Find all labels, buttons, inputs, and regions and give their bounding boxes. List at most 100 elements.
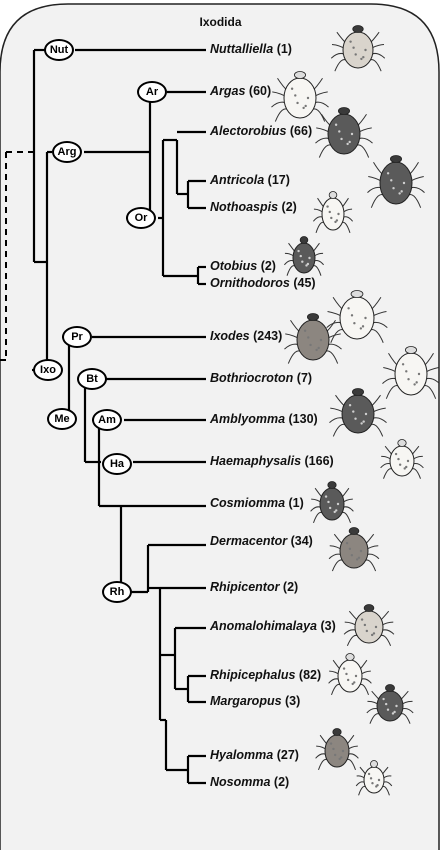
tick-texture <box>364 624 366 626</box>
tick-texture <box>337 503 339 505</box>
tick-texture <box>362 420 364 422</box>
tick-texture <box>418 373 420 375</box>
tick-body <box>293 243 315 273</box>
tick-body <box>380 162 412 204</box>
tick-head <box>300 237 308 244</box>
genus-name: Alectorobius <box>210 124 286 138</box>
node-me: Me <box>47 408 77 430</box>
tick-texture <box>362 325 364 327</box>
tick-texture <box>348 141 350 143</box>
tick-texture <box>415 381 417 383</box>
taxon-label: Nosomma (2) <box>210 775 289 789</box>
tick-body <box>340 297 374 339</box>
tick-head <box>329 192 337 199</box>
tick-texture <box>291 88 293 90</box>
species-count: (3) <box>317 619 336 633</box>
tick-texture <box>351 133 353 135</box>
tick-texture <box>378 779 380 781</box>
tick-texture <box>364 317 366 319</box>
node-arg: Arg <box>52 141 82 163</box>
tick-texture <box>346 542 348 544</box>
tick-body <box>322 198 344 230</box>
tick-texture <box>329 211 331 213</box>
tick-texture <box>347 679 349 681</box>
genus-name: Margaropus <box>210 694 282 708</box>
tick-texture <box>405 466 407 468</box>
tick-texture <box>337 213 339 215</box>
tick-head <box>398 440 406 447</box>
taxon-label: Hyalomma (27) <box>210 748 299 762</box>
tick-head <box>307 314 318 321</box>
tick-texture <box>354 53 356 55</box>
tick-texture <box>358 557 360 559</box>
tick-texture <box>343 667 345 669</box>
tick-texture <box>370 777 372 779</box>
tick-texture <box>398 192 400 194</box>
taxon-label: Ixodes (243) <box>210 329 282 343</box>
tick-texture <box>407 378 409 380</box>
tick-texture <box>345 673 347 675</box>
taxon-label: Argas (60) <box>210 84 271 98</box>
taxon-label: Nothoaspis (2) <box>210 200 297 214</box>
taxon-label: Rhipicentor (2) <box>210 580 298 594</box>
tick-texture <box>326 205 328 207</box>
tick-texture <box>332 748 334 750</box>
tick-texture <box>301 261 303 263</box>
tick-head <box>346 654 354 661</box>
tick-texture <box>393 711 395 713</box>
tick-texture <box>361 618 363 620</box>
tick-texture <box>349 40 351 42</box>
tick-texture <box>365 413 367 415</box>
tick-texture <box>402 363 404 365</box>
tick-texture <box>302 107 304 109</box>
species-count: (3) <box>282 694 301 708</box>
tick-texture <box>362 56 364 58</box>
genus-name: Bothriocroton <box>210 371 293 385</box>
taxon-label: Alectorobius (66) <box>210 124 312 138</box>
tick-texture <box>375 626 377 628</box>
tick-texture <box>355 675 357 677</box>
species-count: (82) <box>295 668 321 682</box>
tick-texture <box>335 509 337 511</box>
tick-texture <box>371 782 373 784</box>
tick-texture <box>385 703 387 705</box>
tick-head <box>351 291 363 298</box>
tick-texture <box>360 550 362 552</box>
genus-name: Nuttalliella <box>210 42 273 56</box>
tick-texture <box>296 102 298 104</box>
taxon-label: Dermacentor (34) <box>210 534 313 548</box>
tick-texture <box>349 404 351 406</box>
tick-texture <box>317 347 319 349</box>
tick-body <box>328 114 360 154</box>
genus-name: Ornithodoros <box>210 276 290 290</box>
tick-head <box>405 347 416 354</box>
taxon-label: Margaropus (3) <box>210 694 300 708</box>
tick-head <box>328 482 336 489</box>
tick-texture <box>351 314 353 316</box>
taxon-label: Otobius (2) <box>210 259 276 273</box>
genus-name: Otobius <box>210 259 257 273</box>
tick-head <box>352 389 363 396</box>
tick-texture <box>403 182 405 184</box>
tick-head <box>364 605 374 612</box>
genus-name: Haemaphysalis <box>210 454 301 468</box>
tick-texture <box>320 339 322 341</box>
tick-texture <box>351 554 353 556</box>
tick-texture <box>392 187 394 189</box>
tick-texture <box>346 143 348 145</box>
genus-name: Rhipicephalus <box>210 668 295 682</box>
tick-texture <box>387 709 389 711</box>
tick-texture <box>390 179 392 181</box>
tick-texture <box>315 349 317 351</box>
species-count: (17) <box>264 173 290 187</box>
tick-texture <box>352 410 354 412</box>
genus-name: Argas <box>210 84 245 98</box>
node-am: Am <box>92 409 122 431</box>
tick-texture <box>325 495 327 497</box>
tick-head <box>349 528 359 535</box>
taxon-label: Haemaphysalis (166) <box>210 454 334 468</box>
figure-title: Ixodida <box>0 15 441 29</box>
tick-texture <box>413 383 415 385</box>
tick-body <box>364 767 384 793</box>
tick-texture <box>376 784 378 786</box>
